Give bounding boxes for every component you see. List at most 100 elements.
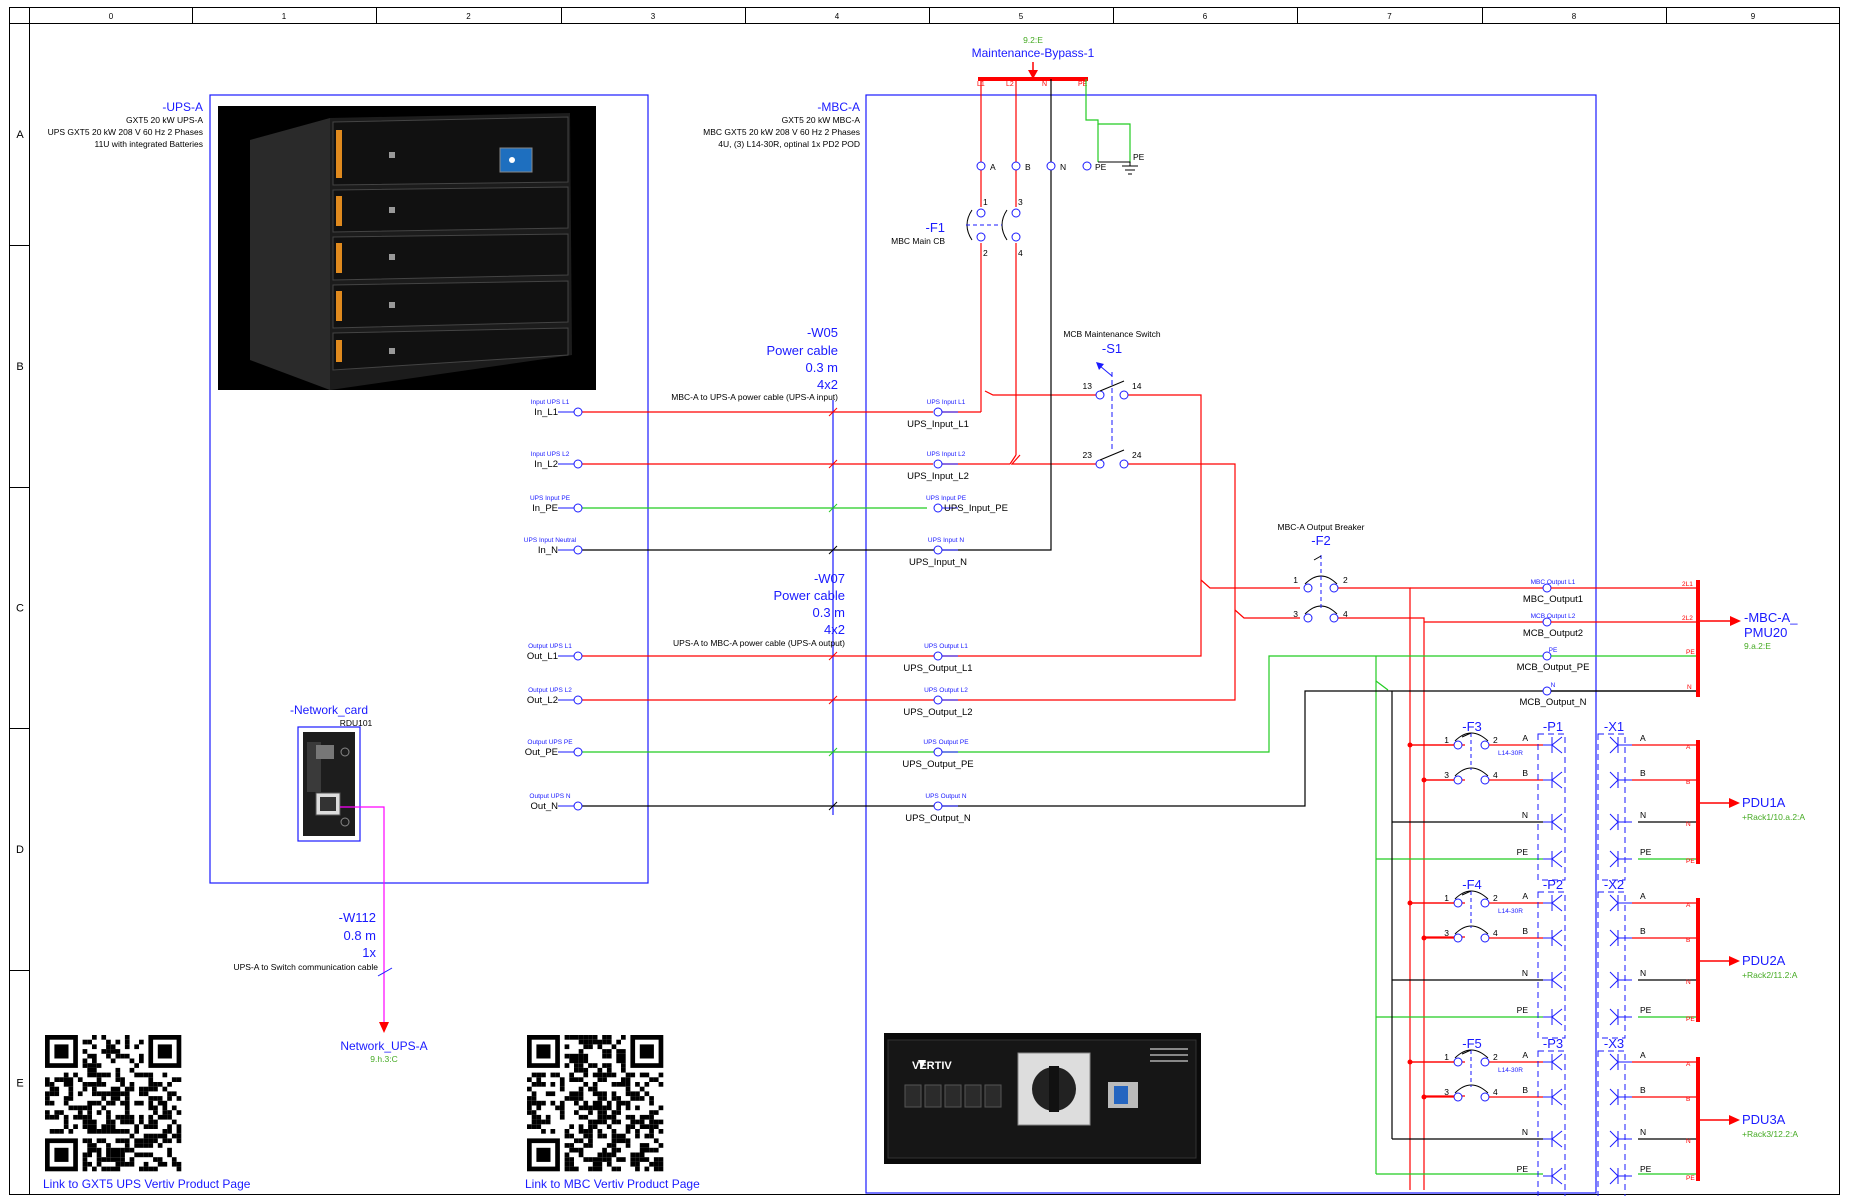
grid-row-label: E — [16, 1078, 23, 1090]
port-terminal-icon — [933, 747, 943, 757]
wire-label: B — [1640, 768, 1646, 778]
port-terminal-icon — [573, 695, 583, 705]
breaker-pin-label: 2 — [1493, 1052, 1498, 1062]
comm-cable — [340, 806, 385, 1028]
ups-frame — [209, 94, 649, 884]
wire-label: N — [1522, 1127, 1528, 1137]
network-ups-ref[interactable]: 9.h.3:C — [370, 1054, 397, 1064]
port-name-label: Out_N — [531, 801, 559, 812]
link-mbc-product-page[interactable]: Link to MBC Vertiv Product Page — [525, 1177, 700, 1191]
f1-pin-1: 1 — [983, 197, 988, 207]
terminal-frame — [1597, 733, 1626, 881]
f2-pin-4: 4 — [1343, 609, 1348, 619]
terminal-pin-icon — [1609, 771, 1619, 789]
w112-desc: UPS-A to Switch communication cable — [233, 962, 378, 972]
breaker-pin-label: 4 — [1493, 1087, 1498, 1097]
wire-label: N — [1640, 968, 1646, 978]
w112-tag: -W112 — [339, 910, 376, 925]
f2-pin-2: 2 — [1343, 575, 1348, 585]
wire-label: A — [1522, 733, 1528, 743]
breaker-pin-icon — [1453, 1057, 1463, 1067]
f1-pin-4: 4 — [1018, 248, 1023, 258]
port-terminal-icon — [573, 407, 583, 417]
port-small-label: Input UPS L2 — [531, 451, 570, 458]
breaker-lever — [1461, 1049, 1472, 1055]
breaker-tag: -F4 — [1462, 877, 1482, 892]
s1-maintenance-switch: MCB Maintenance Switch -S1 13 14 23 24 — [1063, 329, 1161, 469]
socket-pin-icon — [1551, 1088, 1563, 1106]
port-name-label: UPS_Input_PE — [944, 503, 1008, 514]
ups-line-2: UPS GXT5 20 kW 208 V 60 Hz 2 Phases — [48, 127, 203, 137]
terminal-pin-icon — [1609, 929, 1619, 947]
phase-wiring — [578, 79, 1544, 1190]
terminal-pin-icon — [1609, 971, 1619, 989]
port-name-label: In_L1 — [534, 407, 558, 418]
w07-tag: -W07 — [814, 571, 845, 586]
w05-desc: MBC-A to UPS-A power cable (UPS-A input) — [671, 392, 838, 402]
breaker-model: L14-30R — [1498, 750, 1523, 757]
f2-title: MBC-A Output Breaker — [1278, 522, 1365, 532]
f1-pin-2: 2 — [983, 248, 988, 258]
bus-wire-label: N — [1686, 1138, 1691, 1145]
terminal-pin-icon — [1609, 1008, 1619, 1026]
breaker-pin-label: 2 — [1493, 893, 1498, 903]
terminal-frame — [1597, 891, 1626, 1039]
port-name-label: UPS_Output_N — [905, 813, 971, 824]
vertiv-logo-icon — [918, 1060, 926, 1068]
socket-frame — [1537, 733, 1566, 881]
qr-code-mbc[interactable] — [527, 1035, 664, 1172]
port-terminal-icon — [573, 747, 583, 757]
breaker-pin-label: 3 — [1444, 928, 1449, 938]
vertiv-logo-text: VERTIV — [912, 1060, 952, 1072]
wire-label: A — [1522, 891, 1528, 901]
pmu-wire-2l1: 2L1 — [1682, 581, 1693, 588]
port-name-label: Out_L1 — [527, 651, 558, 662]
qr-code-ups[interactable] — [45, 1035, 182, 1172]
breaker-pin-label: 1 — [1444, 893, 1449, 903]
port-name-label: UPS_Output_L2 — [903, 707, 972, 718]
output-small-label: MBC Output L1 — [1531, 579, 1576, 586]
f1-tag: -F1 — [926, 220, 946, 235]
w05-label: -W05 Power cable 0.3 m 4x2 MBC-A to UPS-… — [671, 325, 838, 402]
link-ups-product-page[interactable]: Link to GXT5 UPS Vertiv Product Page — [43, 1177, 251, 1191]
terminal-pin-icon — [1609, 1167, 1619, 1185]
neutral-wiring — [578, 79, 1698, 1140]
port-terminal-icon — [573, 545, 583, 555]
port-small-label: UPS Input N — [928, 537, 964, 544]
pmu-wire-2l2: 2L2 — [1682, 615, 1693, 622]
port-terminal-icon — [933, 503, 943, 513]
f1-desc: MBC Main CB — [891, 236, 945, 246]
port-small-label: Input UPS L1 — [531, 399, 570, 406]
network-ups-label[interactable]: Network_UPS-A — [340, 1039, 427, 1053]
port-small-label: Output UPS PE — [527, 739, 573, 746]
wire-label: N — [1522, 968, 1528, 978]
port-name-label: In_N — [538, 545, 558, 556]
ups-product-image — [218, 106, 596, 390]
breaker-pin-icon — [1480, 933, 1490, 943]
s1-title: MCB Maintenance Switch — [1063, 329, 1161, 339]
breaker-pin-icon — [1453, 898, 1463, 908]
breaker-pin-icon — [1480, 1092, 1490, 1102]
s1-tag: -S1 — [1102, 341, 1122, 356]
port-small-label: UPS Output PE — [923, 739, 969, 746]
output-name-label: MCB_Output2 — [1523, 628, 1583, 639]
port-name-label: UPS_Input_L2 — [907, 471, 969, 482]
terminal-pin-icon — [1609, 850, 1619, 868]
w07-label: -W07 Power cable 0.3 m 4x2 UPS-A to MBC-… — [673, 571, 845, 648]
bus-wire-label: B — [1686, 779, 1690, 786]
grid-col-label: 3 — [651, 12, 656, 21]
port-small-label: UPS Input PE — [926, 495, 967, 502]
w07-type: Power cable — [773, 588, 845, 603]
breaker-pin-label: 2 — [1493, 735, 1498, 745]
